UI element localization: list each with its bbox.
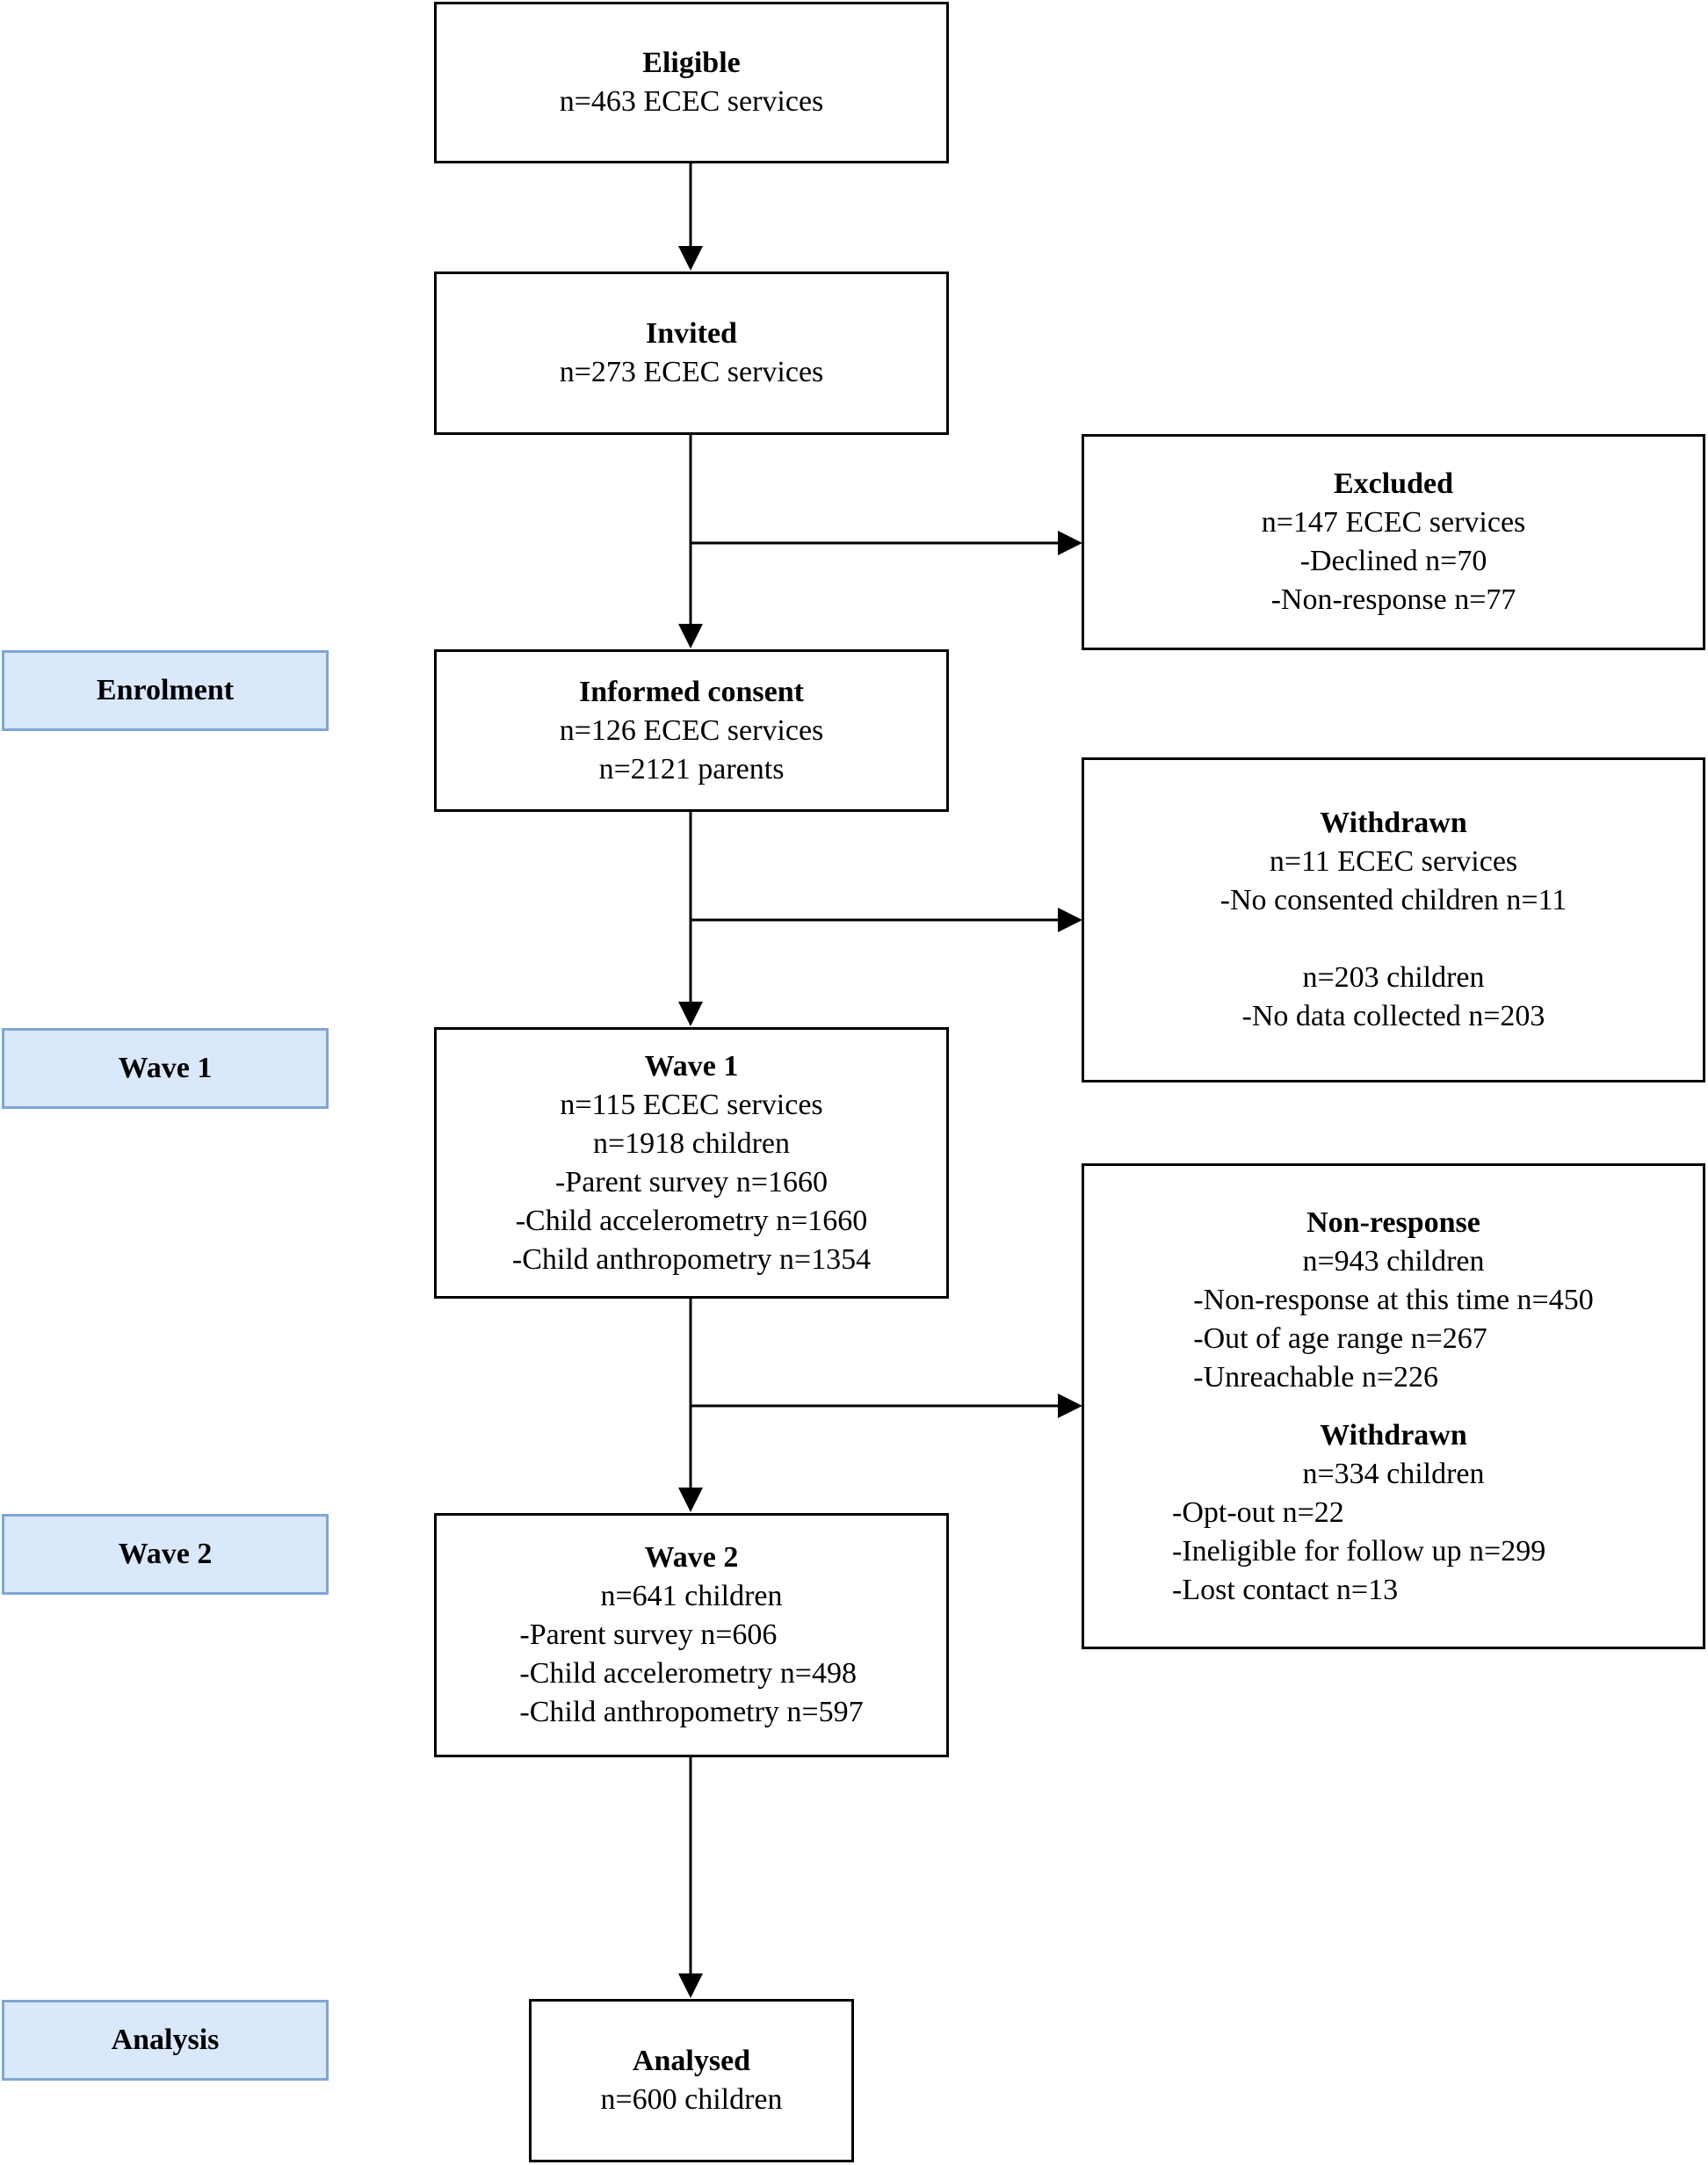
- box-excluded: Excluded n=147 ECEC services -Declined n…: [1082, 434, 1705, 650]
- box-title: Eligible: [642, 47, 741, 79]
- arrowhead-nonresponse: [1058, 1394, 1082, 1418]
- box-line: n=334 children: [1302, 1457, 1485, 1490]
- box-line: n=943 children: [1302, 1244, 1485, 1278]
- box-title: Wave 1: [644, 1049, 739, 1082]
- box-line: n=273 ECEC services: [559, 356, 824, 388]
- box-line: n=11 ECEC services: [1269, 845, 1518, 878]
- box-line: n=641 children: [600, 1580, 783, 1612]
- box-line: n=147 ECEC services: [1261, 506, 1526, 539]
- box-line: -No consented children n=11: [1219, 884, 1567, 916]
- box-wave1: Wave 1 n=115 ECEC services n=1918 childr…: [434, 1027, 949, 1299]
- box-line: n=600 children: [600, 2083, 783, 2116]
- stage-label-wave2: Wave 2: [2, 1514, 329, 1595]
- box-line: n=463 ECEC services: [559, 85, 824, 118]
- box-line: n=126 ECEC services: [559, 713, 824, 747]
- box-analysed: Analysed n=600 children: [529, 1999, 854, 2162]
- box-nonresponse: Non-response n=943 children -Non-respons…: [1082, 1163, 1705, 1649]
- arrowhead-consent: [678, 624, 703, 648]
- box-line: -Non-response at this time n=450: [1193, 1283, 1594, 1316]
- stage-label-analysis: Analysis: [2, 2000, 329, 2081]
- box-line: -Declined n=70: [1299, 545, 1487, 577]
- box-title: Analysed: [632, 2045, 751, 2077]
- box-eligible: Eligible n=463 ECEC services: [434, 2, 949, 163]
- stage-label-wave1: Wave 1: [2, 1028, 329, 1109]
- box-title: Non-response: [1306, 1206, 1480, 1239]
- box-informed-consent: Informed consent n=126 ECEC services n=2…: [434, 649, 949, 812]
- box-invited: Invited n=273 ECEC services: [434, 272, 949, 435]
- box-line: -Lost contact n=13: [1172, 1573, 1399, 1606]
- stage-label-enrolment: Enrolment: [2, 650, 329, 731]
- box-line: -Parent survey n=606: [519, 1618, 778, 1651]
- box-title: Withdrawn: [1320, 807, 1467, 839]
- box-title: Wave 2: [644, 1541, 739, 1574]
- box-line: -Child anthropometry n=597: [519, 1696, 864, 1728]
- box-line: -Ineligible for follow up n=299: [1172, 1534, 1546, 1568]
- box-line: -Non-response n=77: [1270, 583, 1516, 616]
- arrowhead-excluded: [1058, 531, 1082, 555]
- box-title: Excluded: [1333, 467, 1454, 500]
- box-line: n=2121 parents: [598, 752, 785, 786]
- item-list: -Parent survey n=606 -Child accelerometr…: [519, 1616, 863, 1732]
- box-title: Invited: [646, 317, 737, 350]
- box-line: n=203 children: [1302, 961, 1485, 994]
- box-line: -Child accelerometry n=1660: [515, 1204, 868, 1237]
- box-line: n=115 ECEC services: [560, 1088, 823, 1121]
- item-list: -Non-response at this time n=450 -Out of…: [1193, 1281, 1593, 1397]
- box-line: -Parent survey n=1660: [554, 1165, 828, 1198]
- arrowhead-wave2: [678, 1488, 703, 1512]
- box-withdrawn: Withdrawn n=11 ECEC services -No consent…: [1082, 757, 1705, 1082]
- box-title: Informed consent: [579, 675, 804, 708]
- item-list: -Opt-out n=22 -Ineligible for follow up …: [1172, 1494, 1545, 1610]
- arrowhead-analysed: [678, 1973, 703, 1998]
- box-line: -Out of age range n=267: [1193, 1321, 1487, 1355]
- box-title: Withdrawn: [1320, 1418, 1467, 1452]
- arrowhead-invited: [678, 246, 703, 271]
- box-line: -Child anthropometry n=1354: [511, 1242, 872, 1276]
- arrowhead-withdrawn: [1058, 908, 1082, 932]
- box-line: n=1918 children: [592, 1126, 791, 1160]
- box-wave2: Wave 2 n=641 children -Parent survey n=6…: [434, 1513, 949, 1757]
- box-line: -No data collected n=203: [1241, 1000, 1545, 1032]
- arrowhead-wave1: [678, 1002, 703, 1026]
- box-line: -Child accelerometry n=498: [519, 1657, 857, 1690]
- box-line: -Opt-out n=22: [1172, 1495, 1344, 1529]
- box-line: -Unreachable n=226: [1193, 1360, 1439, 1394]
